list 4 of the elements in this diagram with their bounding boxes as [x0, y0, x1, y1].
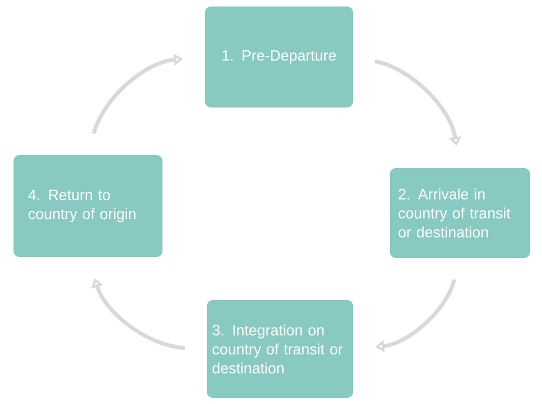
process-box: 2. Arrivale in country of transit or destination: [390, 168, 530, 258]
process-box: 1. Pre-Departure: [205, 6, 353, 108]
process-box: 4. Return to country of origin: [14, 155, 162, 257]
process-box: 3. Integration on country of transit or destination: [207, 300, 353, 398]
